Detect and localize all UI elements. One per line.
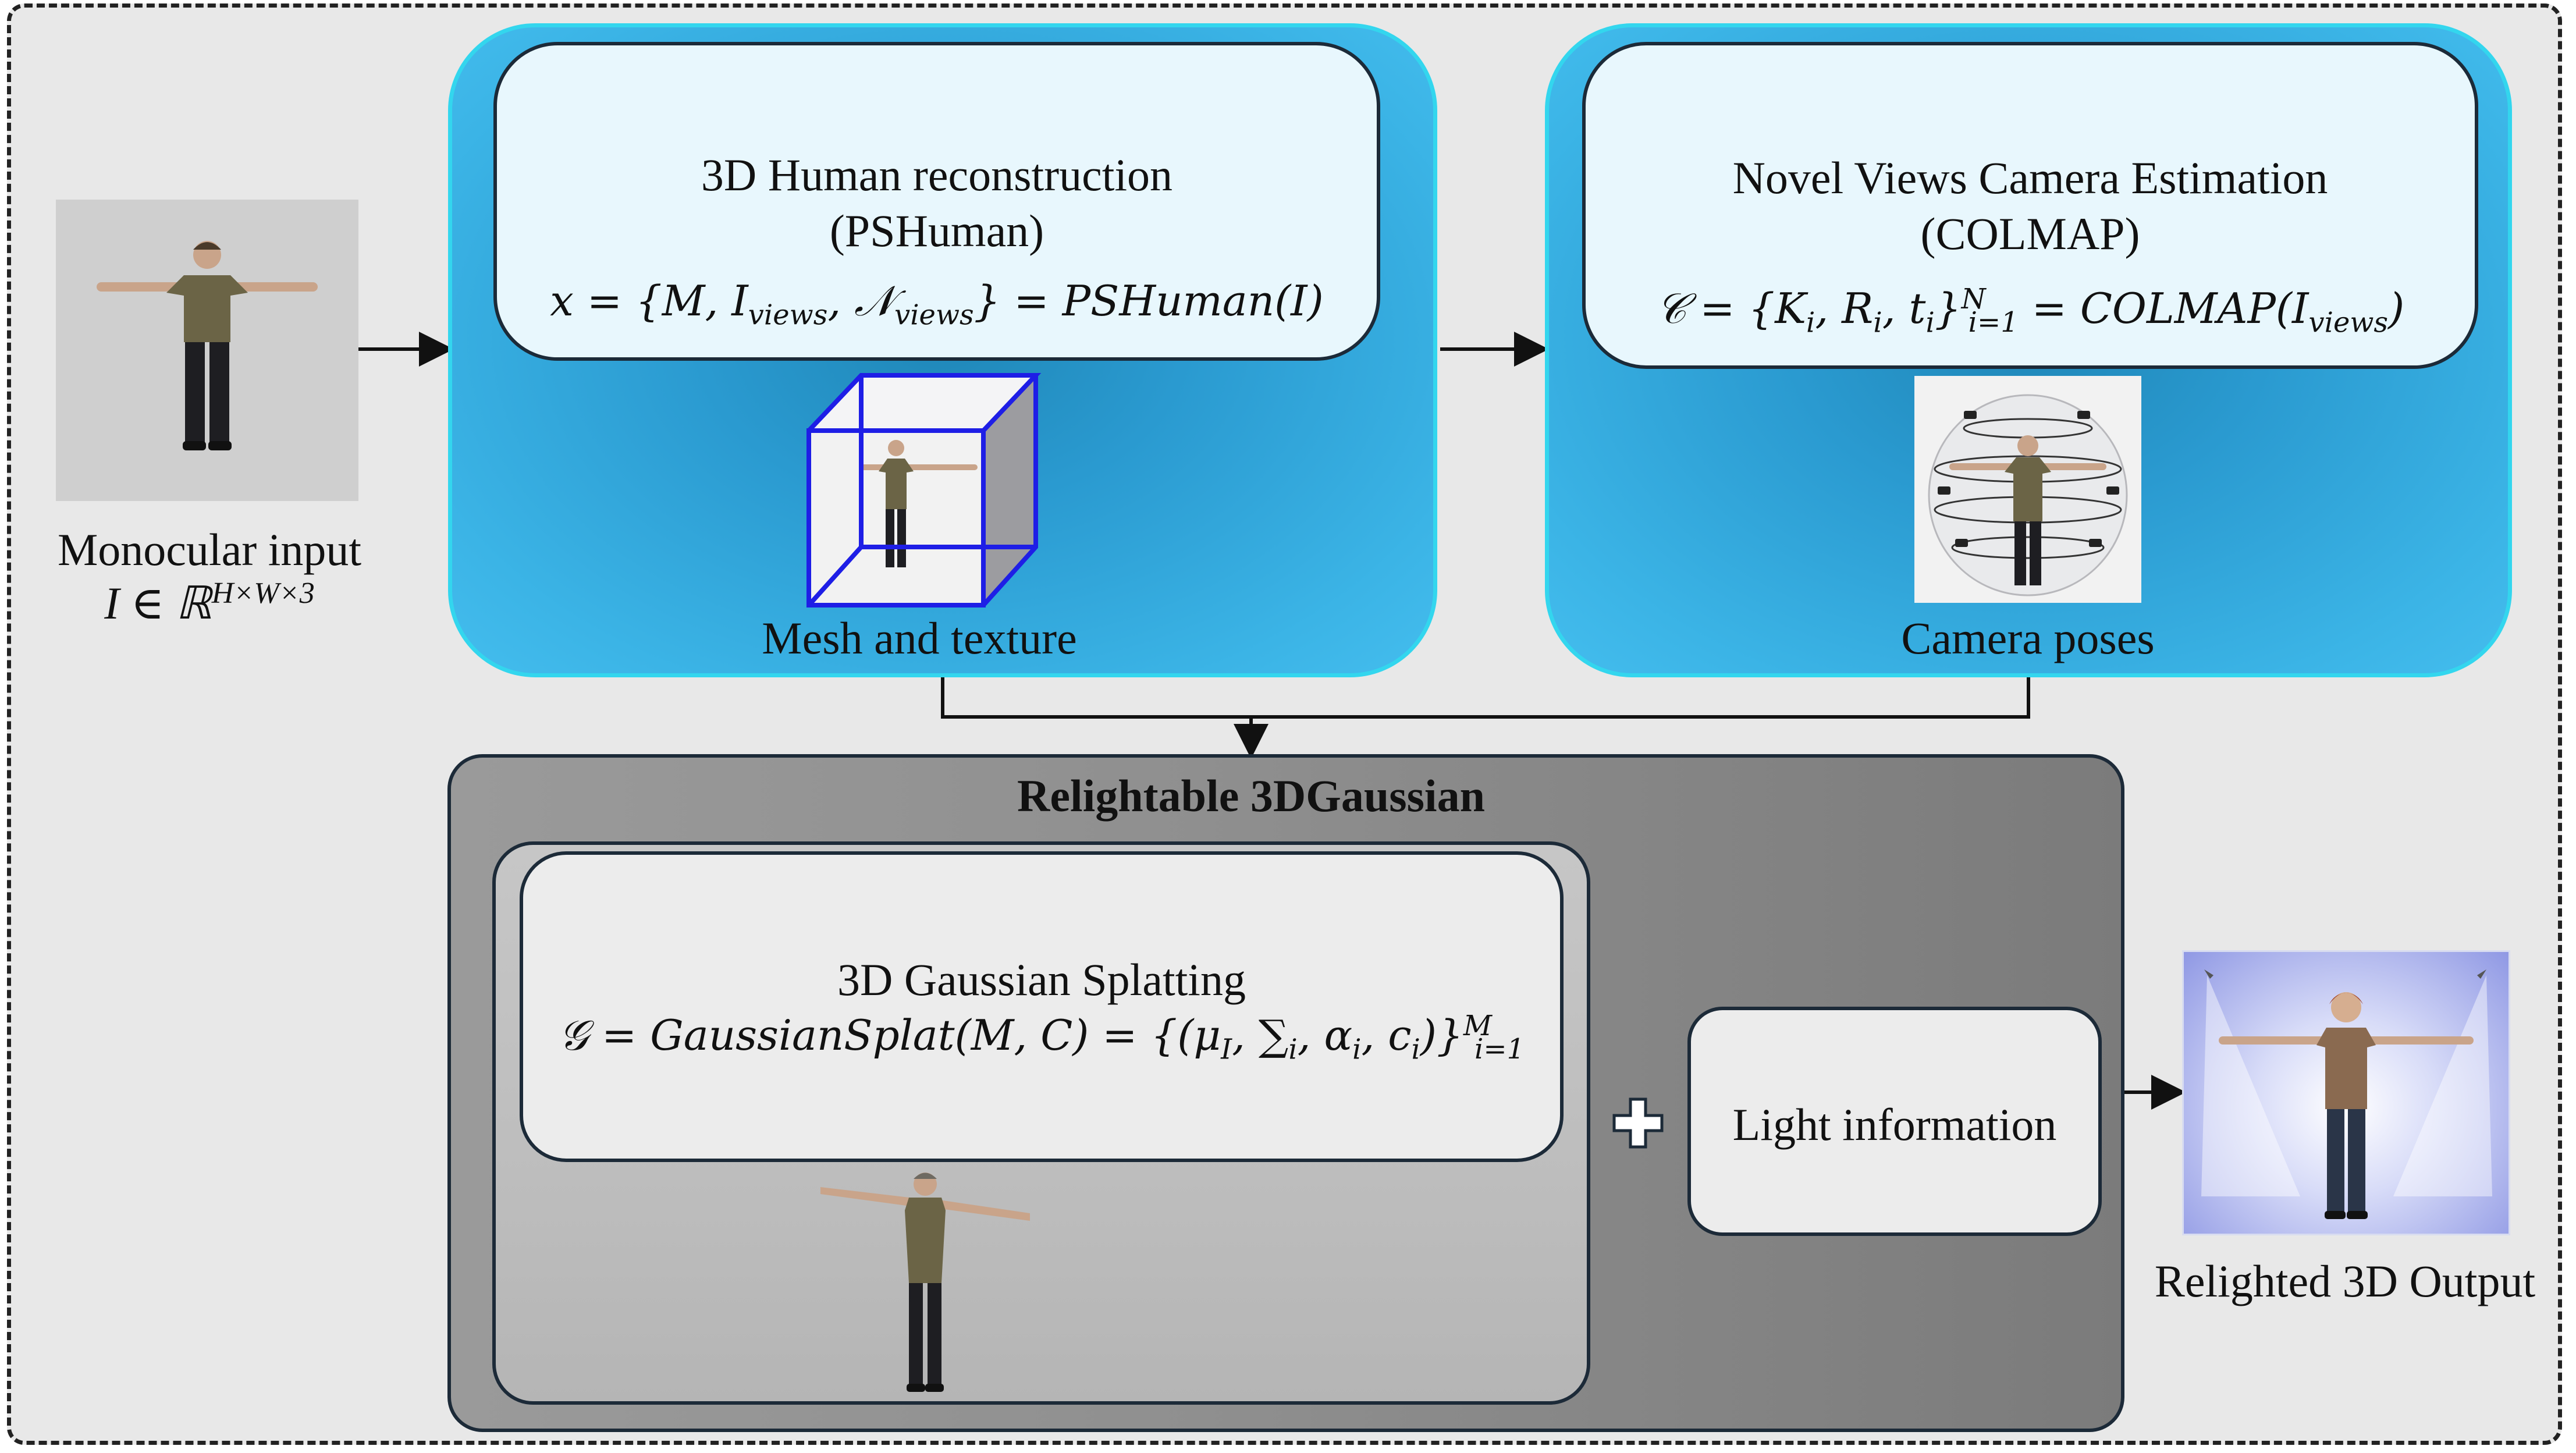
camera-formula: 𝒞 = {Ki, Ri, ti}Ni=1 = COLMAP(Iviews) xyxy=(1655,283,2405,339)
splat-card: 3D Gaussian Splatting 𝒢 = GaussianSplat(… xyxy=(520,851,1564,1162)
light-information-label: Light information xyxy=(1732,1099,2057,1150)
relightable-title: Relightable 3DGaussian xyxy=(1017,770,1485,821)
reconstruction-formula: x = {M, Iviews, 𝒩views} = PSHuman(I) xyxy=(550,276,1324,332)
camera-card: Novel Views Camera Estimation (COLMAP) 𝒞… xyxy=(1582,42,2478,369)
gaussian-avatar-image xyxy=(820,1173,1030,1392)
relighted-output-image xyxy=(2182,950,2510,1235)
reconstruction-card: 3D Human reconstruction (PSHuman) x = {M… xyxy=(493,42,1380,361)
mesh-cube-icon xyxy=(806,373,1042,608)
reconstruction-title: 3D Human reconstruction (PSHuman) xyxy=(701,150,1173,256)
mesh-caption: Mesh and texture xyxy=(762,613,1077,663)
camera-poses-caption: Camera poses xyxy=(1901,613,2155,663)
splat-title: 3D Gaussian Splatting xyxy=(837,954,1246,1005)
monocular-input-caption: Monocular input I ∈ ℝH×W×3 xyxy=(57,524,362,628)
camera-title: Novel Views Camera Estimation (COLMAP) xyxy=(1732,152,2328,259)
plus-icon xyxy=(1612,1097,1664,1149)
relighted-output-caption: Relighted 3D Output xyxy=(2154,1256,2536,1306)
camera-poses-image xyxy=(1914,376,2141,603)
light-information-card: Light information xyxy=(1687,1007,2102,1236)
monocular-input-image xyxy=(56,200,358,501)
splat-formula: 𝒢 = GaussianSplat(M, C) = {(μI, ∑i, αi, … xyxy=(558,1010,1525,1066)
